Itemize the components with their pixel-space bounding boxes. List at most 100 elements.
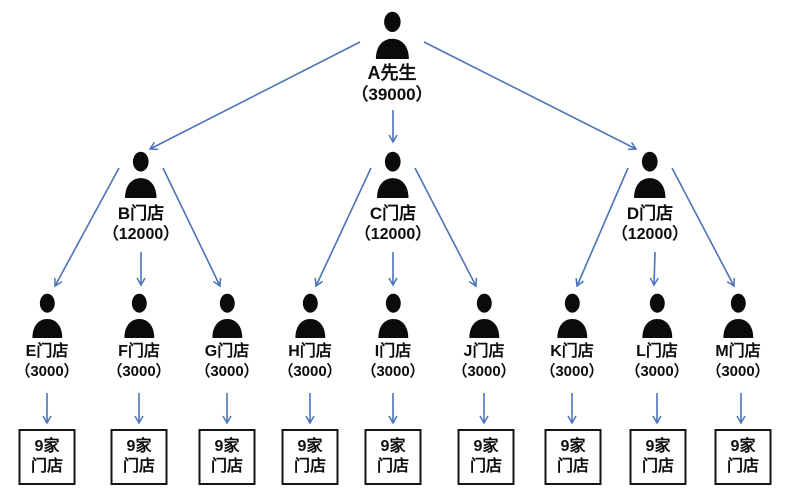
- stores-box-i: 9家门店: [364, 429, 422, 485]
- node-b: B门店 （12000）: [102, 151, 180, 245]
- node-c-value: （12000）: [354, 226, 432, 243]
- stores-box-j: 9家门店: [457, 429, 515, 485]
- node-k-name: K门店: [550, 343, 594, 360]
- person-icon: [125, 151, 157, 198]
- node-j-name: J门店: [463, 343, 505, 360]
- node-i-label: I门店 （3000）: [361, 342, 424, 382]
- stores-box-line1: 9家: [214, 438, 240, 455]
- node-c: C门店 （12000）: [355, 151, 432, 245]
- node-c-label: C门店 （12000）: [355, 203, 432, 245]
- node-b-value: （12000）: [102, 226, 180, 243]
- stores-box-l: 9家门店: [629, 429, 687, 485]
- node-d-name: D门店: [626, 204, 674, 223]
- person-icon: [557, 293, 587, 338]
- node-h-label: H门店 （3000）: [278, 342, 341, 382]
- node-m-name: M门店: [715, 343, 761, 360]
- stores-box-line2: 门店: [30, 458, 63, 475]
- arrow-d-to-m: [671, 167, 736, 288]
- node-j-value: （3000）: [452, 363, 516, 380]
- node-e-name: E门店: [25, 343, 69, 360]
- node-a-value: （39000）: [351, 85, 433, 104]
- stores-box-h: 9家门店: [281, 429, 339, 485]
- node-f-value: （3000）: [107, 363, 171, 380]
- node-l-name: L门店: [636, 343, 678, 360]
- stores-box-line2: 门店: [210, 458, 243, 475]
- person-icon: [212, 293, 242, 338]
- person-icon: [634, 151, 666, 198]
- node-a: A先生 （39000）: [351, 11, 433, 106]
- node-e-label: E门店 （3000）: [15, 342, 78, 382]
- stores-box-line2: 门店: [376, 458, 409, 475]
- person-icon: [295, 293, 325, 338]
- arrow-b-to-g: [162, 167, 222, 288]
- person-icon: [378, 293, 408, 338]
- stores-box-g: 9家门店: [198, 429, 256, 485]
- stores-box-line1: 9家: [730, 438, 756, 455]
- person-icon: [469, 293, 499, 338]
- node-l-value: （3000）: [625, 363, 689, 380]
- arrow-b-to-e: [54, 167, 120, 288]
- node-h-value: （3000）: [278, 363, 342, 380]
- arrow-c-to-h: [314, 167, 372, 288]
- node-g-name: G门店: [204, 343, 250, 360]
- node-f-name: F门店: [118, 343, 160, 360]
- person-icon: [723, 293, 753, 338]
- stores-box-line1: 9家: [126, 438, 152, 455]
- stores-box-line2: 门店: [556, 458, 589, 475]
- node-e: E门店 （3000）: [15, 293, 79, 382]
- arrow-d-to-k: [575, 167, 629, 288]
- node-l-label: L门店 （3000）: [625, 342, 688, 382]
- stores-box-e: 9家门店: [18, 429, 76, 485]
- node-j: J门店 （3000）: [452, 293, 516, 382]
- stores-box-line1: 9家: [34, 438, 60, 455]
- stores-box-line2: 门店: [122, 458, 155, 475]
- stores-box-line2: 门店: [726, 458, 759, 475]
- arrow-c-to-j: [414, 167, 478, 288]
- node-f-label: F门店 （3000）: [107, 342, 170, 382]
- stores-box-line1: 9家: [645, 438, 671, 455]
- person-icon: [642, 293, 672, 338]
- person-icon: [375, 11, 409, 59]
- person-icon: [124, 293, 154, 338]
- node-i-name: I门店: [374, 343, 412, 360]
- node-k: K门店 （3000）: [540, 293, 604, 382]
- stores-box-m: 9家门店: [714, 429, 772, 485]
- node-m-value: （3000）: [706, 363, 770, 380]
- node-f: F门店 （3000）: [107, 293, 171, 382]
- stores-box-line2: 门店: [293, 458, 326, 475]
- node-i-value: （3000）: [361, 363, 425, 380]
- person-icon: [32, 293, 62, 338]
- arrow-a-to-d: [423, 41, 638, 151]
- stores-box-k: 9家门店: [544, 429, 602, 485]
- stores-box-line2: 门店: [469, 458, 502, 475]
- person-icon: [377, 151, 409, 198]
- node-h: H门店 （3000）: [278, 293, 342, 382]
- node-m-label: M门店 （3000）: [706, 342, 769, 382]
- node-d-label: D门店 （12000）: [612, 203, 689, 245]
- stores-box-line2: 门店: [641, 458, 674, 475]
- arrow-d-to-l: [649, 251, 659, 287]
- node-l: L门店 （3000）: [625, 293, 689, 382]
- node-h-name: H门店: [288, 343, 332, 360]
- node-a-name: A先生: [367, 63, 417, 83]
- node-k-label: K门店 （3000）: [540, 342, 603, 382]
- node-d-value: （12000）: [611, 226, 689, 243]
- stores-box-line1: 9家: [560, 438, 586, 455]
- node-g-value: （3000）: [195, 363, 259, 380]
- node-c-name: C门店: [369, 204, 417, 223]
- node-g-label: G门店 （3000）: [195, 342, 258, 382]
- node-b-name: B门店: [117, 204, 165, 223]
- stores-box-f: 9家门店: [110, 429, 168, 485]
- node-m: M门店 （3000）: [706, 293, 770, 382]
- node-j-label: J门店 （3000）: [452, 342, 515, 382]
- arrow-a-to-b: [148, 41, 361, 151]
- node-d: D门店 （12000）: [612, 151, 689, 245]
- stores-box-line1: 9家: [297, 438, 323, 455]
- node-e-value: （3000）: [15, 363, 79, 380]
- node-i: I门店 （3000）: [361, 293, 425, 382]
- node-k-value: （3000）: [540, 363, 604, 380]
- node-a-label: A先生 （39000）: [351, 62, 432, 106]
- stores-box-line1: 9家: [473, 438, 499, 455]
